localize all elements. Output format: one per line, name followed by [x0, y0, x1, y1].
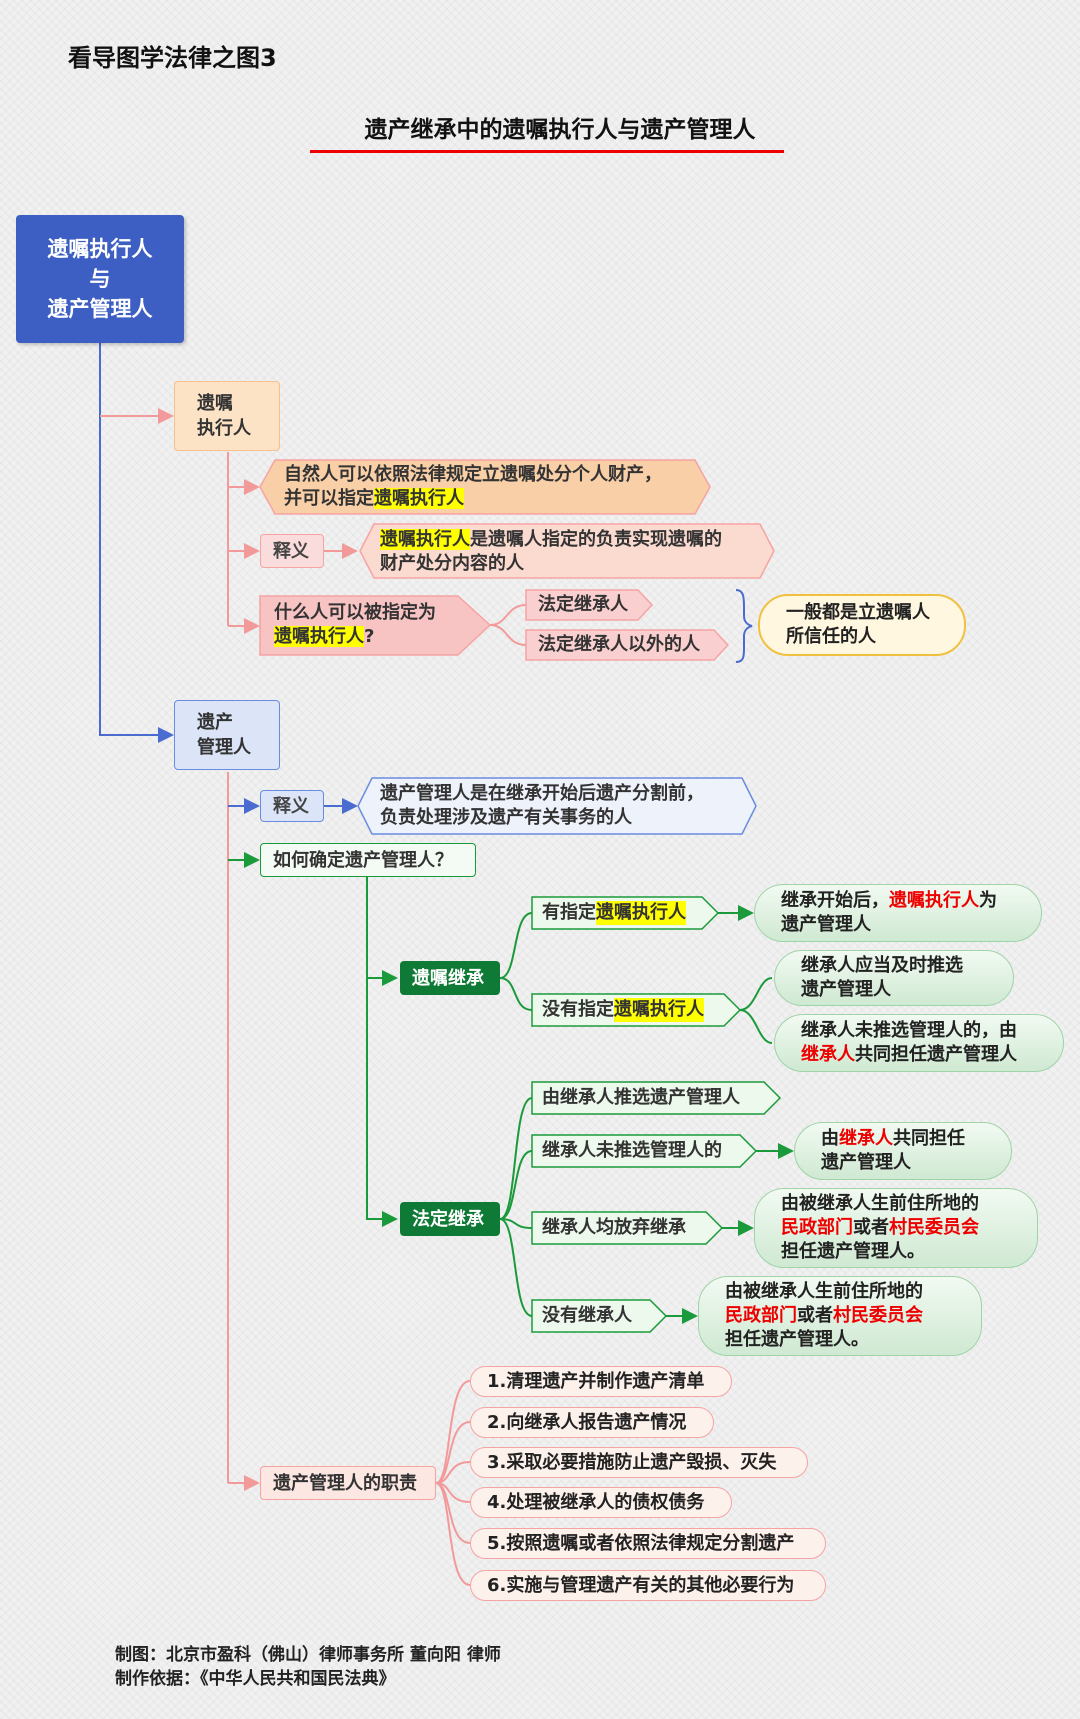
executor-definition: 遗嘱执行人是遗嘱人指定的负责实现遗嘱的 财产处分内容的人: [380, 529, 722, 574]
duty-item: 6.实施与管理遗产有关的其他必要行为: [470, 1570, 826, 1601]
option-2-shape: [525, 629, 730, 661]
series-title: 看导图学法律之图3: [68, 44, 277, 72]
legal-result-3: 由被继承人生前住所地的 民政部门或者村民委员会 担任遗产管理人。: [698, 1276, 982, 1356]
option-2: 法定继承人以外的人: [538, 634, 700, 655]
legal-case-3: 继承人均放弃继承: [542, 1217, 686, 1238]
legal-case-1: 由继承人推选遗产管理人: [542, 1087, 740, 1108]
executor-note: 一般都是立遗嘱人 所信任的人: [758, 594, 966, 656]
executor-statement-shape: [259, 459, 711, 515]
footer-credit: 制图：北京市盈科（佛山）律师事务所 董向阳 律师: [115, 1645, 501, 1665]
how-question: 如何确定遗产管理人？: [260, 843, 476, 877]
root-wire: [99, 343, 174, 743]
legal-case-1-shape: [531, 1081, 782, 1115]
root-node: 遗嘱执行人 与 遗产管理人: [16, 215, 184, 343]
will-result-3: 继承人未推选管理人的，由 继承人共同担任遗产管理人: [774, 1014, 1064, 1072]
executor-node: 遗嘱 执行人: [174, 381, 280, 451]
footer-source: 制作依据：《中华人民共和国民法典》: [115, 1669, 396, 1689]
will-result-2: 继承人应当及时推选 遗产管理人: [774, 950, 1014, 1006]
legal-result-2: 由被继承人生前住所地的 民政部门或者村民委员会 担任遗产管理人。: [754, 1188, 1038, 1268]
title-underline: [310, 150, 784, 153]
brace-icon: [735, 589, 753, 663]
legal-case-4-shape: [531, 1299, 668, 1333]
will-case-2: 没有指定遗嘱执行人: [542, 998, 704, 1022]
executor-definition-tag: 释义: [260, 534, 324, 568]
duty-item: 2.向继承人报告遗产情况: [470, 1407, 714, 1438]
page-title: 遗产继承中的遗嘱执行人与遗产管理人: [364, 117, 756, 143]
administrator-node: 遗产 管理人: [174, 700, 280, 770]
will-case-1: 有指定遗嘱执行人: [542, 901, 686, 925]
duty-item: 3.采取必要措施防止遗产毁损、灭失: [470, 1447, 808, 1478]
duty-item: 4.处理被继承人的债权债务: [470, 1487, 732, 1518]
option-1: 法定继承人: [538, 594, 628, 615]
duty-item: 1.清理遗产并制作遗产清单: [470, 1366, 732, 1397]
legal-case-3-shape: [531, 1211, 724, 1245]
duties-label: 遗产管理人的职责: [260, 1466, 436, 1500]
admin-definition-shape: [357, 777, 757, 835]
who-question: 什么人可以被指定为 遗嘱执行人?: [274, 602, 436, 647]
admin-definition: 遗产管理人是在继承开始后遗产分割前， 负责处理涉及遗产有关事务的人: [380, 783, 704, 828]
will-result-1: 继承开始后，遗嘱执行人为 遗产管理人: [754, 884, 1042, 942]
duty-item: 5.按照遗嘱或者依照法律规定分割遗产: [470, 1528, 826, 1559]
option-1-shape: [525, 589, 654, 621]
will-succession-label: 遗嘱继承: [400, 961, 500, 995]
legal-case-2: 继承人未推选管理人的: [542, 1140, 722, 1161]
admin-definition-tag: 释义: [260, 790, 324, 822]
legal-result-1: 由继承人共同担任 遗产管理人: [794, 1122, 1012, 1180]
legal-case-2-shape: [531, 1134, 758, 1168]
legal-case-4: 没有继承人: [542, 1305, 632, 1326]
legal-succession-label: 法定继承: [400, 1202, 500, 1236]
executor-statement: 自然人可以依照法律规定立遗嘱处分个人财产， 并可以指定遗嘱执行人: [284, 464, 662, 509]
